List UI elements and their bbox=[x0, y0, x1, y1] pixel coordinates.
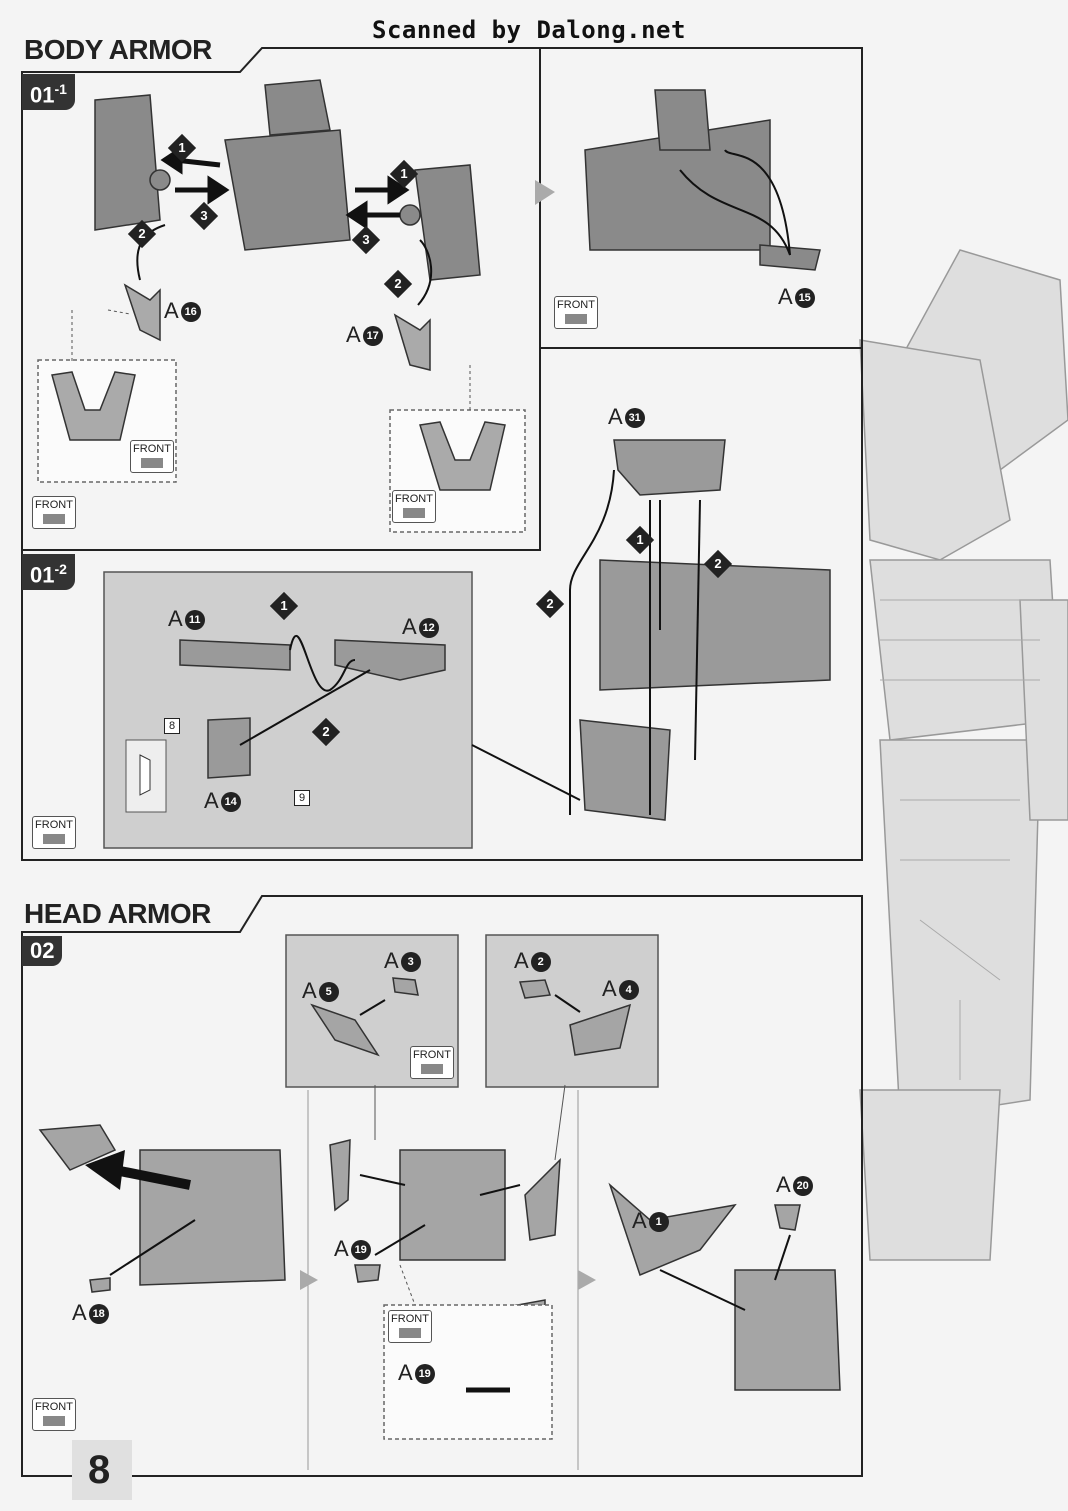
step-badge-02: 02 bbox=[22, 936, 63, 966]
front-indicator: FRONT bbox=[410, 1046, 454, 1079]
front-indicator: FRONT bbox=[32, 816, 76, 849]
section-title-body-armor: BODY ARMOR bbox=[24, 34, 212, 65]
front-indicator: FRONT bbox=[130, 440, 174, 473]
step-badge-01-2: 01-2 bbox=[22, 554, 75, 591]
front-indicator: FRONT bbox=[32, 1398, 76, 1431]
seal-number-9: 9 bbox=[294, 790, 310, 806]
step-number: 01 bbox=[30, 82, 55, 108]
step-sub-number: -1 bbox=[54, 81, 67, 97]
order-mark-2: 2 bbox=[383, 269, 413, 299]
order-mark-1: 1 bbox=[625, 525, 655, 555]
order-mark-2: 2 bbox=[127, 219, 157, 249]
section-title-head-armor: HEAD ARMOR bbox=[24, 898, 211, 929]
scan-watermark: Scanned by Dalong.net bbox=[372, 16, 686, 44]
arrow-left-icon bbox=[403, 508, 425, 518]
arrow-icon bbox=[421, 1064, 443, 1074]
order-mark-3: 3 bbox=[351, 225, 381, 255]
front-indicator: FRONT bbox=[32, 496, 76, 529]
page-number: 8 bbox=[88, 1448, 111, 1492]
arrow-icon bbox=[43, 1416, 65, 1426]
step-sub-number: -2 bbox=[54, 561, 67, 577]
order-mark-1: 1 bbox=[269, 591, 299, 621]
step-number: 01 bbox=[30, 562, 55, 588]
order-mark-2: 2 bbox=[535, 589, 565, 619]
front-indicator: FRONT bbox=[554, 296, 598, 329]
arrow-left-icon bbox=[399, 1328, 421, 1338]
front-indicator: FRONT bbox=[388, 1310, 432, 1343]
step-number: 02 bbox=[30, 938, 55, 963]
arrow-right-icon bbox=[141, 458, 163, 468]
page-number-tab bbox=[72, 1440, 132, 1500]
arrow-icon bbox=[43, 834, 65, 844]
front-indicator: FRONT bbox=[392, 490, 436, 523]
order-mark-2: 2 bbox=[703, 549, 733, 579]
order-mark-1: 1 bbox=[389, 159, 419, 189]
order-mark-1: 1 bbox=[167, 133, 197, 163]
arrow-icon bbox=[43, 514, 65, 524]
order-mark-3: 3 bbox=[189, 201, 219, 231]
seal-number-8: 8 bbox=[164, 718, 180, 734]
step-badge-01-1: 01-1 bbox=[22, 74, 75, 111]
order-mark-2: 2 bbox=[311, 717, 341, 747]
arrow-icon bbox=[565, 314, 587, 324]
